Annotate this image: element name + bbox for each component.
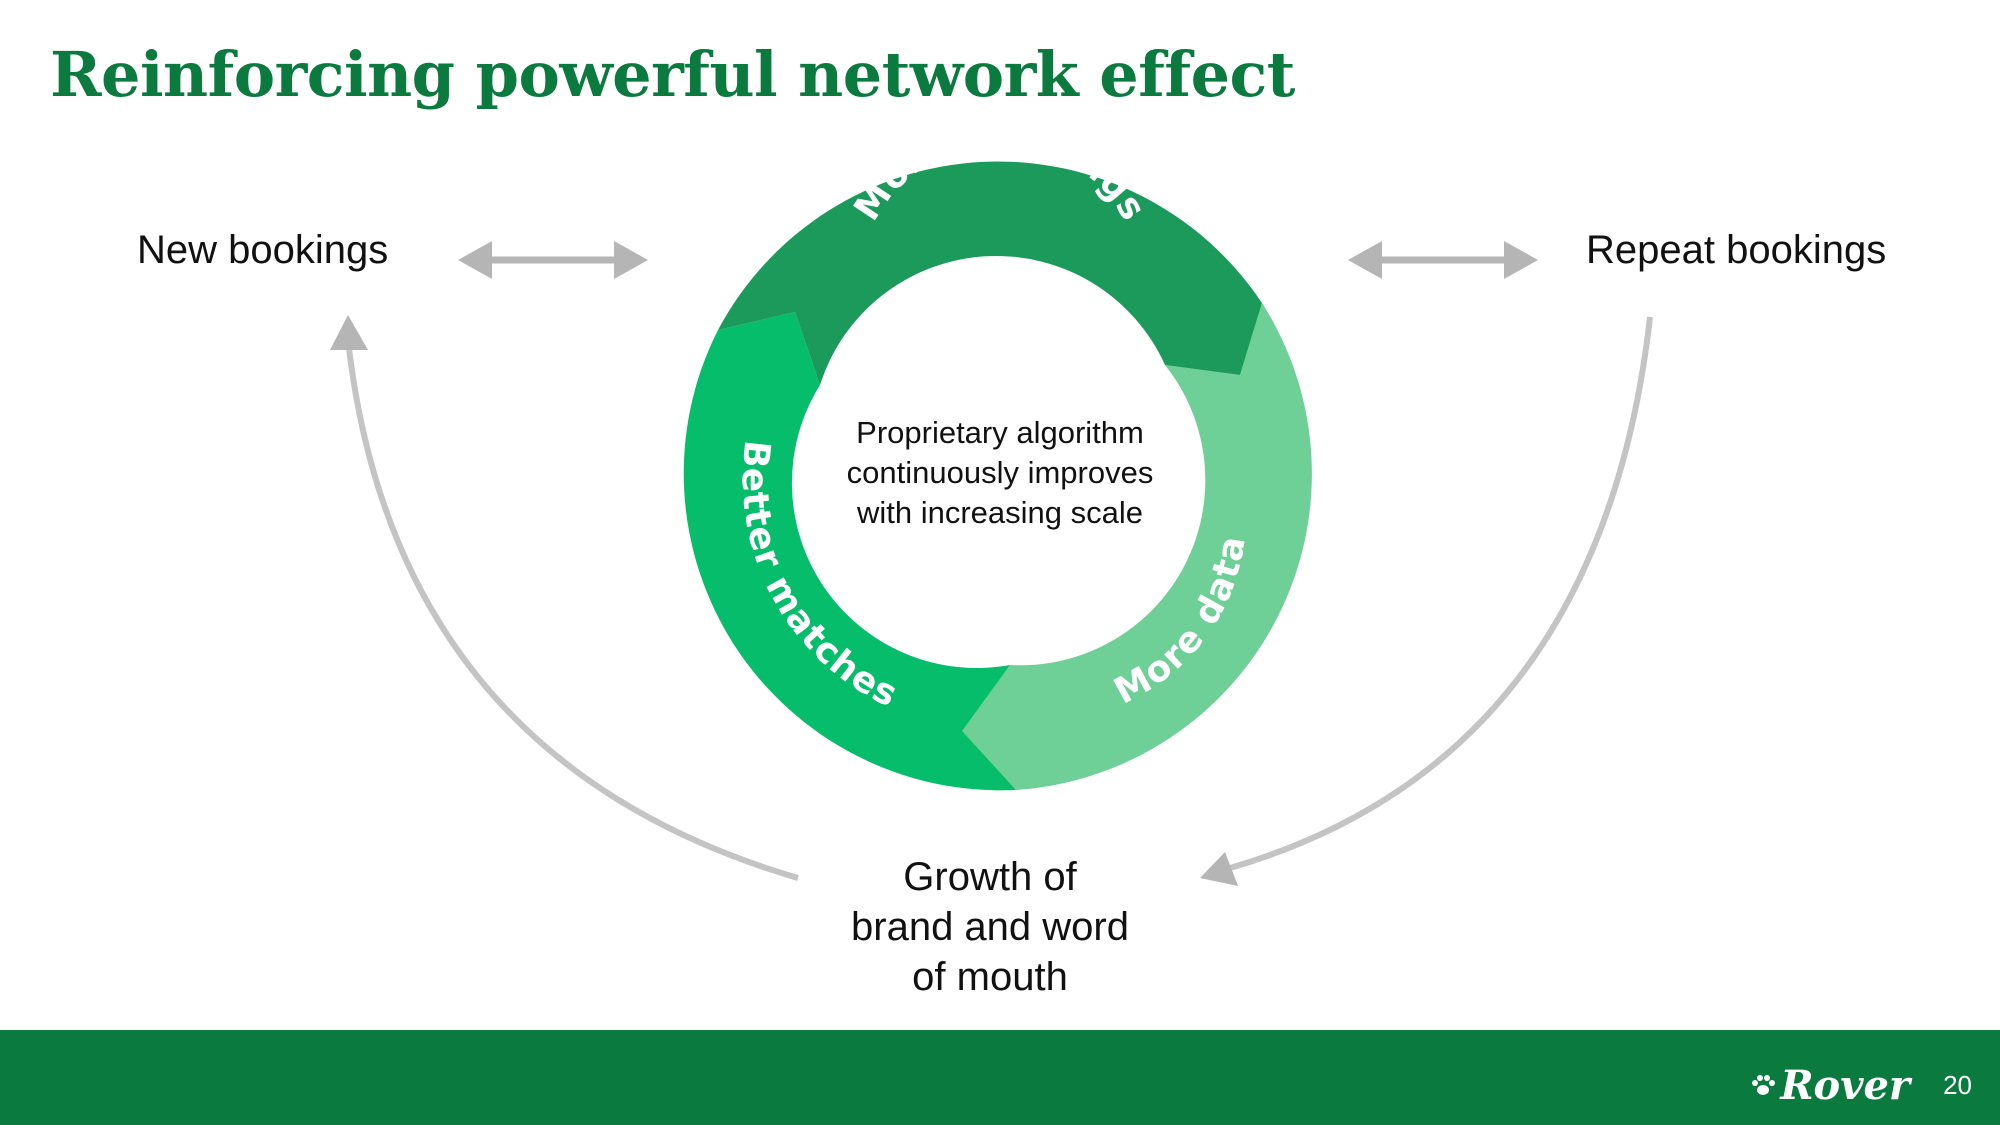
growth-label: Growth of brand and word of mouth xyxy=(800,852,1180,1002)
cycle-segment-better-matches xyxy=(683,312,1016,791)
new-bookings-label: New bookings xyxy=(137,228,389,272)
cycle-segment-more-bookings xyxy=(718,161,1262,385)
page-number: 20 xyxy=(1943,1070,1972,1100)
rover-logo: Rover xyxy=(1750,1062,1910,1109)
repeat-bookings-label: Repeat bookings xyxy=(1586,228,1887,272)
curved-arrow-right xyxy=(1200,316,1653,886)
page-title: Reinforcing powerful network effect xyxy=(50,38,1295,111)
logo-wordmark: Rover xyxy=(1780,1062,1910,1109)
double-arrow-left xyxy=(458,241,648,279)
center-text-line-2: continuously improves xyxy=(846,455,1154,490)
curved-arrow-left xyxy=(330,315,799,881)
cycle-segment-more-data xyxy=(962,303,1312,790)
center-text-line-1: Proprietary algorithm xyxy=(856,415,1144,450)
paw-icon xyxy=(1752,1074,1776,1095)
double-arrow-right xyxy=(1348,241,1538,279)
growth-label-line-3: of mouth xyxy=(912,955,1068,999)
cycle-center-text: Proprietary algorithm continuously impro… xyxy=(800,413,1200,533)
footer-bar: Rover 20 xyxy=(0,1030,2000,1125)
growth-label-line-1: Growth of xyxy=(903,855,1077,899)
center-text-line-3: with increasing scale xyxy=(856,495,1144,530)
growth-label-line-2: brand and word xyxy=(851,905,1129,949)
